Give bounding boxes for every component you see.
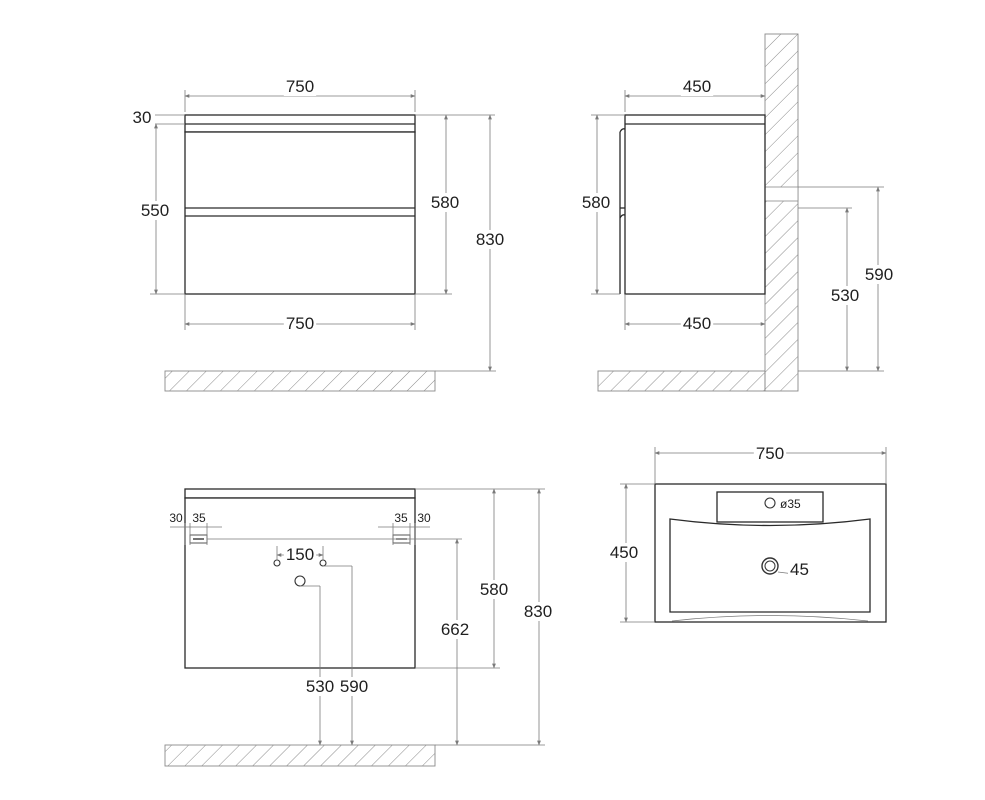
back-view: 30 35 35 30 150 530 590 662 580 830 (164, 488, 555, 767)
label-total-height: 830 (476, 230, 504, 249)
label-bracket-height: 662 (441, 620, 469, 639)
label-back-530: 530 (306, 677, 334, 696)
side-view: 450 580 450 530 590 (579, 33, 896, 392)
label-bracket-right-width: 35 (394, 511, 408, 525)
label-side-top-depth: 450 (683, 77, 711, 96)
label-back-590: 590 (340, 677, 368, 696)
drain-hole-back (294, 575, 306, 587)
pipe (764, 186, 799, 202)
label-bracket-right-offset: 30 (417, 511, 431, 525)
hole-left (273, 559, 281, 567)
tap-hole (764, 497, 776, 509)
label-bottom-width: 750 (286, 314, 314, 333)
tap-deck (716, 491, 824, 523)
label-top-view-width: 750 (756, 444, 784, 463)
back-countertop (184, 488, 416, 499)
label-top-view-depth: 450 (610, 543, 638, 562)
label-top-thickness: 30 (133, 108, 152, 127)
top-view: ø35 45 750 450 (607, 444, 887, 623)
basin-bowl (669, 518, 871, 613)
label-pipe-530: 530 (831, 286, 859, 305)
label-drain-hole: 45 (790, 560, 809, 579)
label-bracket-left-offset: 30 (169, 511, 183, 525)
label-pipe-590: 590 (865, 265, 893, 284)
label-back-830: 830 (524, 602, 552, 621)
label-bracket-left-width: 35 (192, 511, 206, 525)
hole-right (319, 559, 327, 567)
cabinet-side (624, 114, 766, 295)
label-side-height: 580 (582, 193, 610, 212)
label-front-height: 580 (431, 193, 459, 212)
wall-hatch (764, 33, 799, 392)
floor-hatch (164, 370, 436, 392)
label-hole-spacing: 150 (286, 545, 314, 564)
front-view: 750 30 550 580 830 750 (130, 77, 507, 392)
label-tap-hole: ø35 (780, 497, 801, 511)
label-body-height: 550 (141, 201, 169, 220)
label-side-bottom-depth: 450 (683, 314, 711, 333)
floor-hatch-back (164, 744, 436, 767)
cabinet-body (184, 131, 416, 295)
floor-hatch-side (597, 370, 766, 392)
label-back-580: 580 (480, 580, 508, 599)
label-top-width: 750 (286, 77, 314, 96)
